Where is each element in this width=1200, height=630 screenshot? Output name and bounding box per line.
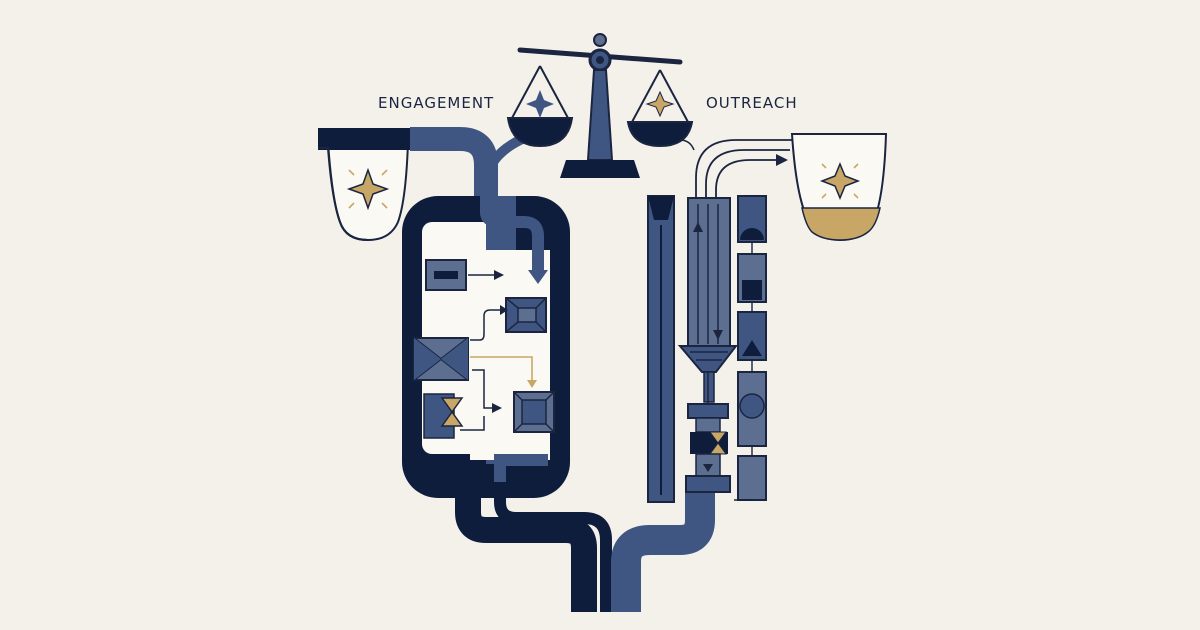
outreach-label: OUTREACH (706, 94, 798, 112)
process-components (413, 259, 555, 439)
valve-stack (685, 372, 731, 493)
hourglass-icon (440, 397, 464, 427)
tall-column (647, 195, 675, 503)
channel-column (687, 197, 731, 347)
sparkle-icon (819, 162, 861, 200)
sparkle-icon (346, 167, 390, 211)
bottom-pipes (455, 470, 715, 612)
balance-scale-icon (506, 33, 694, 178)
module-column (734, 195, 767, 501)
engagement-label: ENGAGEMENT (378, 94, 495, 112)
right-bowl (790, 133, 888, 242)
funnel-icon (677, 345, 739, 403)
